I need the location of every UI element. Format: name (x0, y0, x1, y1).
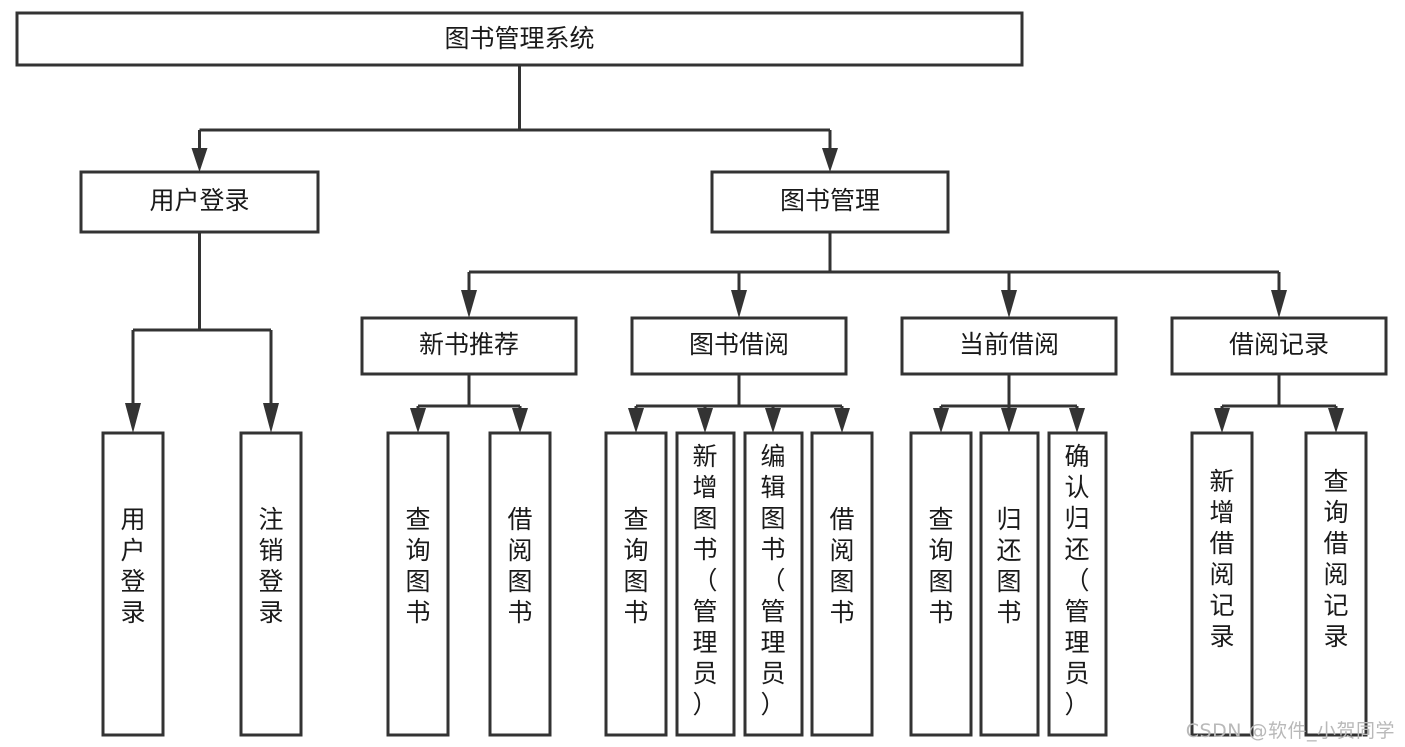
arrowhead-book-manage (822, 148, 838, 172)
arrowhead-user-login (191, 148, 208, 172)
node-current-borrow[interactable]: 当前借阅 (900, 316, 1118, 376)
leaf-edit-book[interactable]: 编辑图书（管理员） (743, 431, 804, 737)
leaf-add-book[interactable]: 新增图书（管理员） (675, 431, 736, 737)
connector-layer (125, 65, 1344, 433)
arrowhead-current-borrow (1001, 290, 1017, 318)
leaf-query-book-1-box[interactable] (386, 431, 450, 737)
leaf-add-record-box[interactable] (1190, 431, 1254, 737)
leaf-user-login-label: 用户登录 (120, 505, 145, 627)
node-root-box[interactable] (15, 11, 1024, 67)
leaf-query-book-1-label: 查询图书 (405, 505, 430, 627)
leaf-return-book-label: 归还图书 (996, 505, 1021, 627)
leaf-confirm-return[interactable]: 确认归还（管理员） (1047, 431, 1108, 737)
leaf-query-record[interactable]: 查询借阅记录 (1304, 431, 1368, 737)
leaf-borrow-book-2-box[interactable] (810, 431, 874, 737)
leaf-logout-login[interactable]: 注销登录 (239, 431, 303, 737)
csdn-watermark: CSDN @软件_小贺同学 (1185, 720, 1395, 742)
leaf-add-book-box[interactable] (675, 431, 736, 737)
arrowhead-leaf-borrow-book-1 (512, 408, 528, 433)
node-current-borrow-box[interactable] (900, 316, 1118, 376)
node-root[interactable]: 图书管理系统 (15, 11, 1024, 67)
leaf-query-book-1[interactable]: 查询图书 (386, 431, 450, 737)
leaf-return-book-box[interactable] (979, 431, 1040, 737)
arrowhead-new-book-rec (461, 290, 477, 318)
node-user-login-label: 用户登录 (149, 186, 249, 215)
leaf-query-book-2-box[interactable] (604, 431, 668, 737)
arrowhead-leaf-add-record (1214, 408, 1230, 433)
leaf-borrow-book-1[interactable]: 借阅图书 (488, 431, 552, 737)
node-new-book-rec-box[interactable] (360, 316, 578, 376)
leaf-user-login-box[interactable] (101, 431, 165, 737)
arrowhead-leaf-add-book (697, 408, 713, 433)
node-root-label: 图书管理系统 (444, 24, 594, 53)
node-book-manage[interactable]: 图书管理 (710, 170, 950, 234)
leaf-user-login[interactable]: 用户登录 (101, 431, 165, 737)
node-book-manage-label: 图书管理 (780, 186, 880, 215)
arrowhead-leaf-confirm-return (1069, 408, 1085, 433)
arrowhead-leaf-query-book-2 (628, 408, 644, 433)
leaf-query-book-3-label: 查询图书 (928, 505, 953, 627)
leaf-borrow-book-2-label: 借阅图书 (829, 505, 854, 627)
leaf-logout-login-box[interactable] (239, 431, 303, 737)
node-borrow-record-label: 借阅记录 (1229, 330, 1329, 359)
leaf-query-book-3-box[interactable] (909, 431, 973, 737)
leaf-edit-book-label: 编辑图书（管理员） (760, 442, 785, 719)
node-book-borrow-box[interactable] (630, 316, 848, 376)
node-borrow-record[interactable]: 借阅记录 (1170, 316, 1388, 376)
leaf-query-book-2-label: 查询图书 (623, 505, 648, 627)
node-borrow-record-box[interactable] (1170, 316, 1388, 376)
arrowhead-leaf-query-record (1328, 408, 1344, 433)
leaf-query-record-label: 查询借阅记录 (1323, 467, 1348, 651)
leaf-confirm-return-box[interactable] (1047, 431, 1108, 737)
node-current-borrow-label: 当前借阅 (959, 330, 1059, 359)
leaf-borrow-book-1-label: 借阅图书 (507, 505, 532, 627)
leaf-logout-login-label: 注销登录 (258, 505, 283, 627)
arrowhead-leaf-query-book-3 (933, 408, 949, 433)
arrowhead-leaf-return-book (1001, 408, 1017, 433)
leaf-edit-book-box[interactable] (743, 431, 804, 737)
leaf-query-book-2[interactable]: 查询图书 (604, 431, 668, 737)
arrowhead-leaf-borrow-book-2 (834, 408, 850, 433)
arrowhead-leaf-edit-book (765, 408, 781, 433)
leaf-borrow-book-2[interactable]: 借阅图书 (810, 431, 874, 737)
node-book-manage-box[interactable] (710, 170, 950, 234)
node-new-book-rec[interactable]: 新书推荐 (360, 316, 578, 376)
arrowhead-leaf-user-login (125, 403, 141, 433)
node-new-book-rec-label: 新书推荐 (419, 330, 519, 359)
leaf-query-record-box[interactable] (1304, 431, 1368, 737)
arrowhead-book-borrow (731, 290, 747, 318)
arrowhead-leaf-query-book-1 (410, 408, 426, 433)
arrowhead-leaf-logout-login (263, 403, 279, 433)
leaf-query-book-3[interactable]: 查询图书 (909, 431, 973, 737)
leaf-add-book-label: 新增图书（管理员） (692, 442, 717, 719)
leaf-confirm-return-label: 确认归还（管理员） (1064, 442, 1089, 719)
leaf-borrow-book-1-box[interactable] (488, 431, 552, 737)
node-user-login[interactable]: 用户登录 (79, 170, 320, 234)
node-user-login-box[interactable] (79, 170, 320, 234)
leaf-add-record-label: 新增借阅记录 (1209, 467, 1234, 651)
arrowhead-borrow-record (1271, 290, 1287, 318)
leaf-add-record[interactable]: 新增借阅记录 (1190, 431, 1254, 737)
node-book-borrow[interactable]: 图书借阅 (630, 316, 848, 376)
node-book-borrow-label: 图书借阅 (689, 330, 789, 359)
leaf-return-book[interactable]: 归还图书 (979, 431, 1040, 737)
